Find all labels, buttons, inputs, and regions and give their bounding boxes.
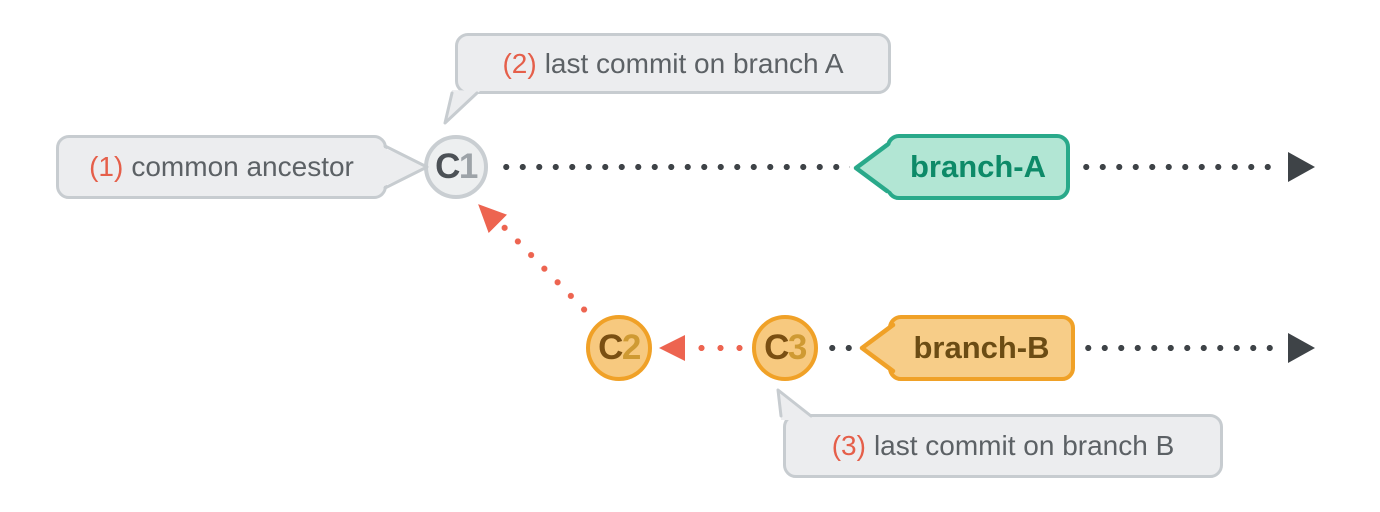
- c3-to-c2-arrowhead-icon: [659, 335, 685, 361]
- callout-last-commit-a: (2) last commit on branch A: [455, 33, 891, 94]
- callout-3-number: (3): [831, 430, 866, 461]
- branch-b-tag-pointer-icon: [859, 322, 898, 374]
- callout-2-pointer-icon: [443, 90, 480, 125]
- commit-c3-digit: 3: [787, 328, 807, 367]
- timeline-a-dots-right: [1078, 163, 1280, 171]
- commit-c1-digit: 1: [458, 147, 478, 186]
- branch-b-label: branch-B: [913, 330, 1050, 365]
- callout-2-number: (2): [502, 47, 537, 79]
- commit-c2-digit: 2: [621, 328, 641, 367]
- commit-c1-letter: C: [435, 147, 460, 186]
- timeline-a-dots-left: [498, 163, 850, 171]
- c2-to-c1-dots: [495, 218, 593, 319]
- c3-to-c2-dots: [692, 344, 748, 352]
- callout-3-label: last commit on branch B: [873, 430, 1175, 461]
- branch-a-tag: branch-A: [886, 134, 1070, 200]
- timeline-b-arrowhead-icon: [1288, 333, 1315, 363]
- callout-3-pointer-icon: [776, 388, 814, 420]
- callout-1-label: common ancestor: [131, 151, 354, 182]
- timeline-b-dots-right: [1080, 344, 1280, 352]
- branch-a-tag-pointer-icon: [853, 142, 892, 194]
- callout-2-label: last commit on branch A: [544, 47, 844, 79]
- timeline-b-dots-left: [824, 344, 860, 352]
- callout-1-number: (1): [89, 151, 124, 182]
- branch-b-tag: branch-B: [888, 315, 1075, 381]
- branch-a-label: branch-A: [909, 149, 1047, 184]
- callout-common-ancestor: (1) common ancestor: [56, 135, 387, 199]
- callout-1-pointer-icon: [380, 144, 429, 190]
- commit-c2-letter: C: [598, 328, 623, 367]
- timeline-a-arrowhead-icon: [1288, 152, 1315, 182]
- commit-c3-letter: C: [764, 328, 789, 367]
- callout-last-commit-b: (3) last commit on branch B: [783, 414, 1223, 478]
